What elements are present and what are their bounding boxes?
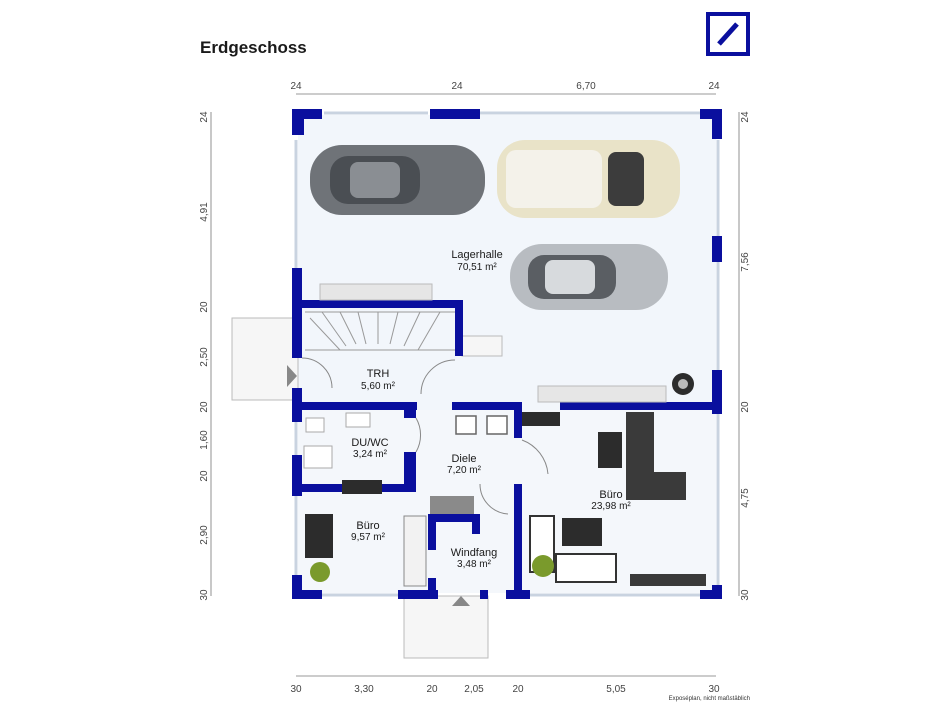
- slash-square-logo: [706, 12, 750, 56]
- dim-left-5: 20: [199, 401, 210, 413]
- page-title: Erdgeschoss: [200, 38, 307, 57]
- dim-right-1: 24: [740, 111, 751, 123]
- room-name-diele: Diele: [451, 453, 476, 465]
- dim-left-8: 2,90: [199, 525, 210, 545]
- windows: [294, 111, 720, 597]
- shoe-rack: [430, 496, 474, 514]
- room-name-trh: TRH: [367, 368, 390, 380]
- dim-left-2: 4,91: [199, 202, 210, 222]
- staircase: [305, 311, 455, 351]
- dim-bottom-1: 30: [290, 684, 302, 695]
- dim-left-3: 20: [199, 301, 210, 313]
- dim-bottom-5: 20: [512, 684, 524, 695]
- wardrobe-windfang: [403, 515, 427, 587]
- dims-left: 24 4,91 20 2,50 20 1,60 20 2,90 30: [199, 111, 210, 601]
- room-area-buero-left: 9,57 m²: [351, 532, 386, 543]
- room-area-trh: 5,60 m²: [361, 381, 396, 392]
- room-area-diele: 7,20 m²: [447, 465, 482, 476]
- doors: [301, 357, 549, 515]
- dim-bottom-4: 2,05: [464, 684, 484, 695]
- wc-fixtures: [303, 412, 371, 469]
- dim-bottom-2: 3,30: [354, 684, 374, 695]
- room-area-windfang: 3,48 m²: [457, 559, 492, 570]
- room-name-duwc: DU/WC: [351, 437, 388, 449]
- shelf-lagerhalle: [319, 283, 667, 403]
- dim-left-4: 2,50: [199, 347, 210, 367]
- entry-arrow-bottom-icon: [452, 596, 470, 606]
- car-beige-suv-icon: [497, 140, 680, 218]
- office-left-furniture: [305, 480, 382, 582]
- room-name-buero-right: Büro: [599, 489, 622, 501]
- dim-bottom-3: 20: [426, 684, 438, 695]
- dim-left-7: 20: [199, 470, 210, 482]
- room-area-lagerhalle: 70,51 m²: [457, 262, 497, 273]
- dim-bottom-6: 5,05: [606, 684, 626, 695]
- dim-right-2: 7,56: [740, 252, 751, 272]
- room-area-duwc: 3,24 m²: [353, 449, 388, 460]
- car-dark-grey-icon: [310, 145, 485, 215]
- dims-right: 24 7,56 20 4,75 30: [740, 111, 751, 601]
- dim-top-2: 24: [451, 81, 463, 92]
- diele-chairs: [455, 415, 508, 435]
- room-name-windfang: Windfang: [451, 547, 497, 559]
- office-right-furniture: [522, 412, 706, 586]
- dim-left-6: 1,60: [199, 430, 210, 450]
- scale-note: Exposéplan, nicht maßstäblich: [669, 696, 750, 702]
- dim-left-9: 30: [199, 589, 210, 601]
- tire-icon: [672, 373, 694, 395]
- room-area-buero-right: 23,98 m²: [591, 501, 631, 512]
- dim-top-3: 6,70: [576, 81, 596, 92]
- room-name-lagerhalle: Lagerhalle: [451, 249, 502, 261]
- dim-left-1: 24: [199, 111, 210, 123]
- car-silver-icon: [510, 244, 668, 310]
- room-name-buero-left: Büro: [356, 520, 379, 532]
- dim-bottom-7: 30: [708, 684, 720, 695]
- dim-top-1: 24: [290, 81, 302, 92]
- dim-top-4: 24: [708, 81, 720, 92]
- dimension-lines: [210, 93, 740, 677]
- entry-arrow-left-icon: [287, 365, 297, 387]
- dim-right-4: 4,75: [740, 488, 751, 508]
- dim-right-5: 30: [740, 589, 751, 601]
- dim-right-3: 20: [740, 401, 751, 413]
